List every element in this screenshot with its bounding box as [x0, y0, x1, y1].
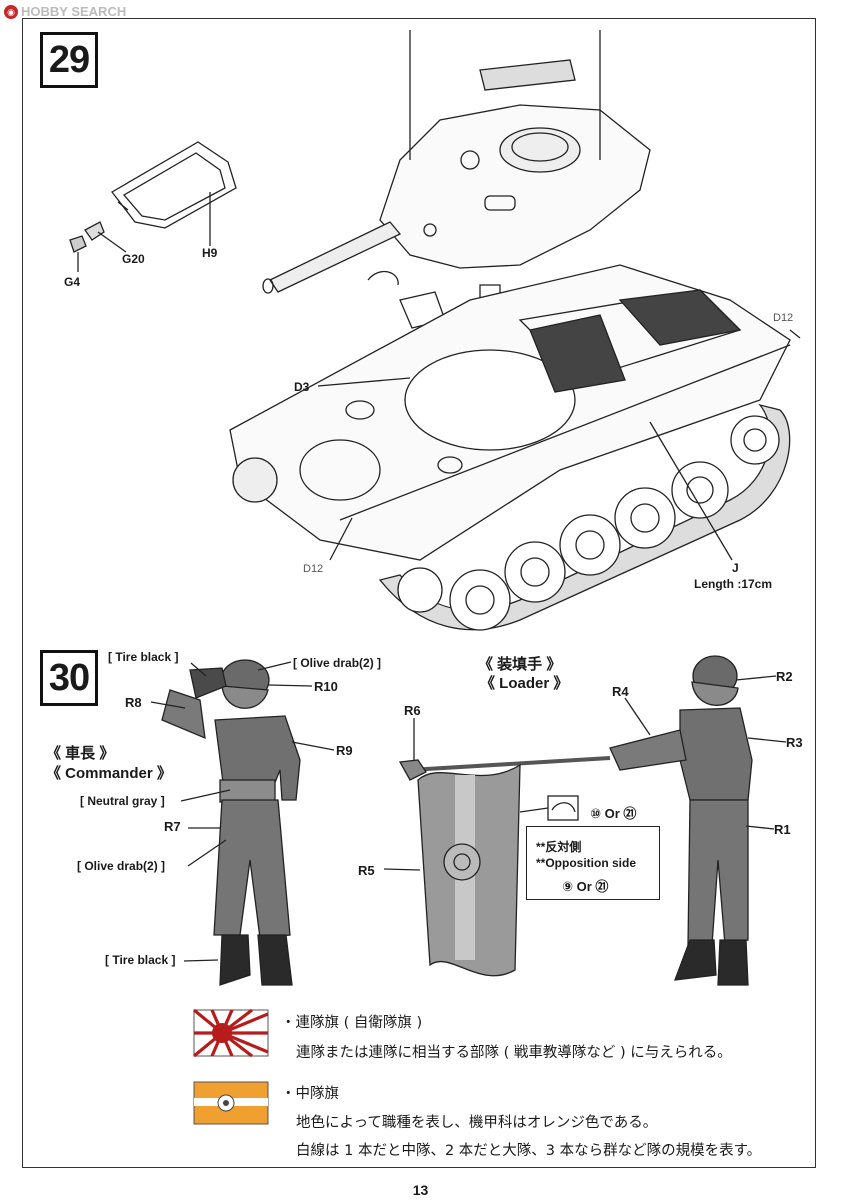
- hobby-search-logo-icon: ◉: [4, 4, 18, 19]
- loader-figure: [609, 655, 753, 986]
- label-r2: R2: [776, 669, 793, 684]
- page-frame: [22, 18, 816, 1168]
- label-r10: R10: [314, 679, 338, 694]
- opposition-side-note: [526, 826, 660, 900]
- flag2-desc1: 地色によって職種を表し、機甲科はオレンジ色である。: [296, 1115, 658, 1131]
- commander-title-en: 《 Commander 》: [46, 765, 172, 782]
- commander-tire-black-bottom: [ Tire black ]: [105, 953, 176, 967]
- commander-neutral-gray: [ Neutral gray ]: [80, 794, 165, 808]
- label-d3: D3: [294, 380, 310, 394]
- rising-sun-ensign-flag: [192, 1008, 269, 1058]
- hatch-frame-h9: [111, 141, 237, 229]
- flag1-title: ・連隊旗 ( 自衛隊旗 ): [281, 1015, 423, 1031]
- label-r3: R3: [786, 735, 803, 750]
- decal-number-front: ⑩ Or ㉑: [590, 806, 637, 821]
- commander-olive-drab-bottom: [ Olive drab(2) ]: [77, 859, 166, 873]
- label-r6: R6: [404, 703, 421, 718]
- commander-title-jp: 《 車長 》: [46, 745, 115, 762]
- label-g4: G4: [64, 275, 81, 289]
- label-r1: R1: [774, 822, 791, 837]
- watermark-text: HOBBY SEARCH: [21, 4, 127, 19]
- part-g20: [84, 221, 105, 241]
- flag2-title: ・中隊旗: [281, 1086, 339, 1102]
- commander-olive-drab-top: [ Olive drab(2) ]: [293, 656, 382, 670]
- part-g4: [69, 235, 87, 253]
- commander-tire-black-top: [ Tire black ]: [108, 650, 179, 664]
- note-jp: **反対側: [536, 840, 582, 854]
- label-length: Length :17cm: [694, 577, 773, 591]
- commander-figure: [161, 659, 301, 986]
- note-en: **Opposition side: [536, 856, 637, 870]
- label-d12-right: D12: [773, 312, 794, 324]
- flag2-desc2: 白線は 1 本だと中隊、2 本だと大隊、3 本なら群など隊の規模を表す。: [296, 1143, 762, 1159]
- label-d12-left: D12: [303, 563, 324, 575]
- label-r4: R4: [612, 684, 629, 699]
- label-h9: H9: [202, 246, 218, 260]
- tank-turret: [262, 30, 651, 294]
- label-r7: R7: [164, 819, 181, 834]
- decal-number-back: ⑨ Or ㉑: [562, 879, 609, 894]
- label-r5: R5: [358, 863, 375, 878]
- loader-title-en: 《 Loader 》: [480, 675, 569, 692]
- loader-title-jp: 《 装填手 》: [478, 656, 562, 673]
- label-r9: R9: [336, 743, 353, 758]
- step-30-number: 30: [40, 650, 98, 706]
- watermark: ◉ HOBBY SEARCH: [4, 4, 126, 19]
- label-g20: G20: [122, 252, 145, 266]
- tank-hull: [229, 264, 791, 561]
- label-j: J: [732, 561, 739, 575]
- flag1-desc: 連隊または連隊に相当する部隊 ( 戦車教導隊など ) に与えられる。: [296, 1045, 732, 1061]
- company-flag-legend: [193, 1081, 269, 1125]
- page-number: 13: [412, 1182, 429, 1198]
- step-29-number: 29: [40, 32, 98, 88]
- company-flag: [398, 756, 611, 977]
- step29-illustration: [69, 30, 801, 631]
- tank-tracks: [232, 403, 791, 631]
- label-r8: R8: [125, 695, 142, 710]
- step30-illustration: [150, 655, 787, 986]
